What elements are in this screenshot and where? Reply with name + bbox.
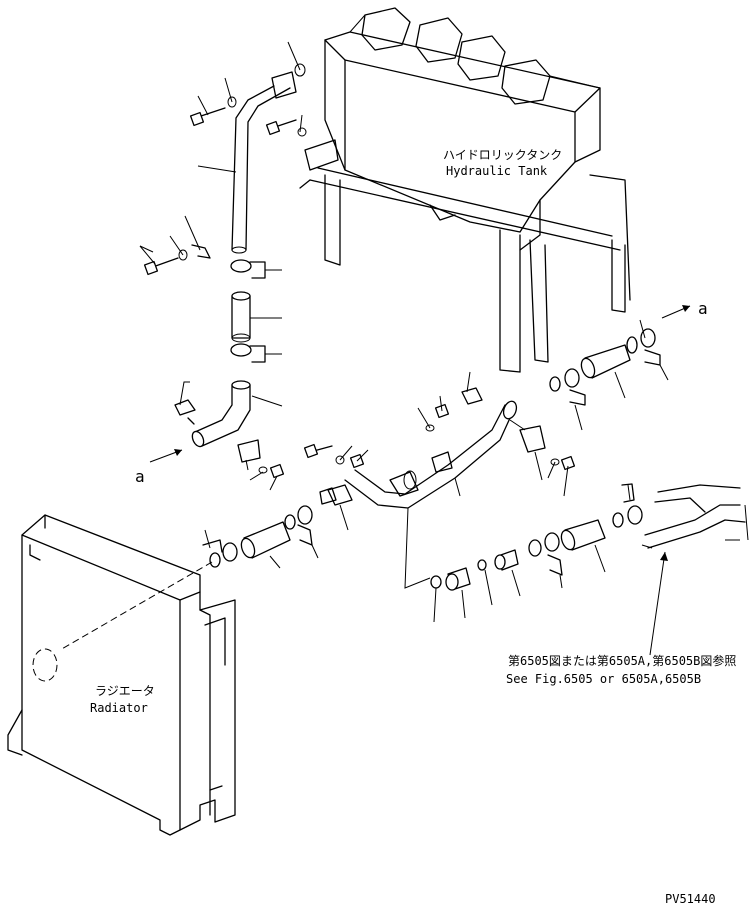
- elbow-clip: [174, 381, 196, 425]
- tank-label-jp: ハイドロリックタンク: [443, 148, 562, 162]
- drawing-number: PV51440: [665, 892, 716, 906]
- right-return-line: [509, 319, 669, 497]
- marker-a-left: a: [135, 467, 145, 486]
- radiator-hose-dashed: [59, 561, 213, 651]
- flow-arrow-a-right: [661, 305, 691, 319]
- external-pipe-reference: [641, 484, 749, 656]
- radiator-inlet-dashed: [32, 648, 58, 682]
- hydraulic-tank: [299, 7, 631, 373]
- hose-stack: [191, 259, 283, 448]
- central-manifold: [303, 400, 518, 589]
- flow-arrow-a-left: [149, 449, 183, 463]
- leader-lines-upper: [139, 41, 303, 265]
- center-clips: [417, 371, 483, 432]
- marker-a-right: a: [698, 299, 708, 318]
- tank-label-en: Hydraulic Tank: [446, 164, 548, 178]
- reference-note-jp: 第6505図または第6505A,第6505B図参照: [508, 653, 736, 668]
- lower-left-bracket: [237, 439, 285, 491]
- radiator-label-en: Radiator: [90, 701, 148, 715]
- upper-fasteners: [143, 63, 307, 276]
- reference-note-en: See Fig.6505 or 6505A,6505B: [506, 672, 701, 686]
- lower-right-fittings: [430, 483, 643, 623]
- radiator: [7, 514, 236, 836]
- radiator-label-jp: ラジエータ: [95, 684, 155, 698]
- lower-left-hose: [202, 505, 319, 569]
- upper-suction-pipe: [231, 71, 339, 254]
